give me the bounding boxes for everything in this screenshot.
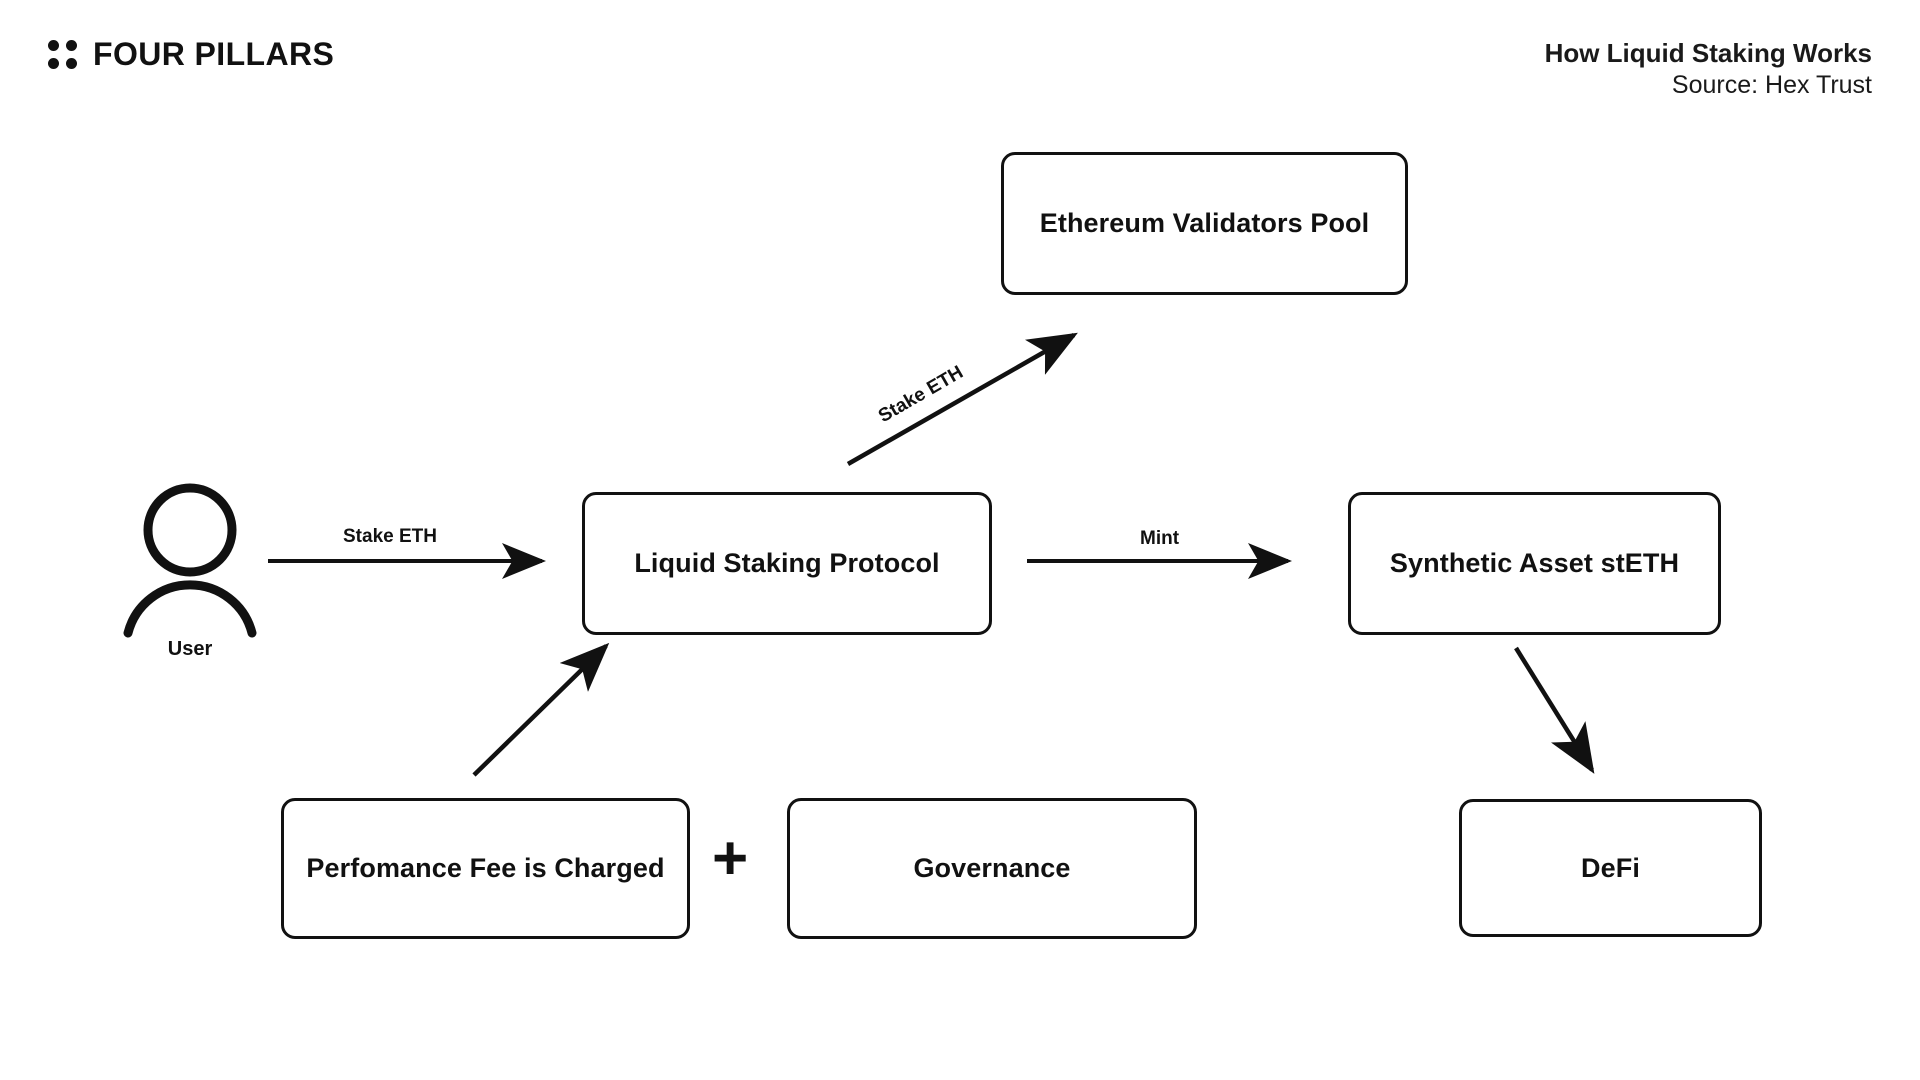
user-person-icon <box>123 483 257 638</box>
node-defi[interactable]: DeFi <box>1459 799 1762 937</box>
brand-name: FOUR PILLARS <box>93 36 335 72</box>
node-label: Perfomance Fee is Charged <box>306 853 665 883</box>
edge-steth-to-defi <box>1514 646 1595 774</box>
node-governance[interactable]: Governance <box>787 798 1197 939</box>
edge-label-mint: Mint <box>1140 528 1180 549</box>
actor-caption-user: User <box>167 638 213 660</box>
node-label: Synthetic Asset stETH <box>1389 548 1680 578</box>
node-synthetic-asset-steth[interactable]: Synthetic Asset stETH <box>1348 492 1721 635</box>
node-label: Governance <box>913 853 1071 883</box>
page-title: How Liquid Staking Works <box>1544 38 1872 68</box>
plus-connector-symbol: + <box>712 824 749 893</box>
node-performance-fee[interactable]: Perfomance Fee is Charged <box>281 798 690 939</box>
brand-logo: FOUR PILLARS <box>48 38 334 70</box>
node-label: Liquid Staking Protocol <box>634 548 940 578</box>
node-label: DeFi <box>1581 852 1640 883</box>
edge-fee-to-protocol <box>472 642 610 777</box>
edge-protocol-to-validators <box>846 332 1078 466</box>
node-liquid-staking-protocol[interactable]: Liquid Staking Protocol <box>582 492 992 635</box>
source-attribution: Source: Hex Trust <box>1671 70 1872 99</box>
node-label: Ethereum Validators Pool <box>1039 208 1370 238</box>
node-ethereum-validators-pool[interactable]: Ethereum Validators Pool <box>1001 152 1408 295</box>
page-header: FOUR PILLARS How Liquid Staking Works So… <box>0 0 1920 130</box>
four-dots-icon <box>48 39 77 69</box>
header-title-block: How Liquid Staking Works Source: Hex Tru… <box>1545 38 1872 100</box>
edge-label-stake-eth-user: Stake ETH <box>343 526 437 547</box>
